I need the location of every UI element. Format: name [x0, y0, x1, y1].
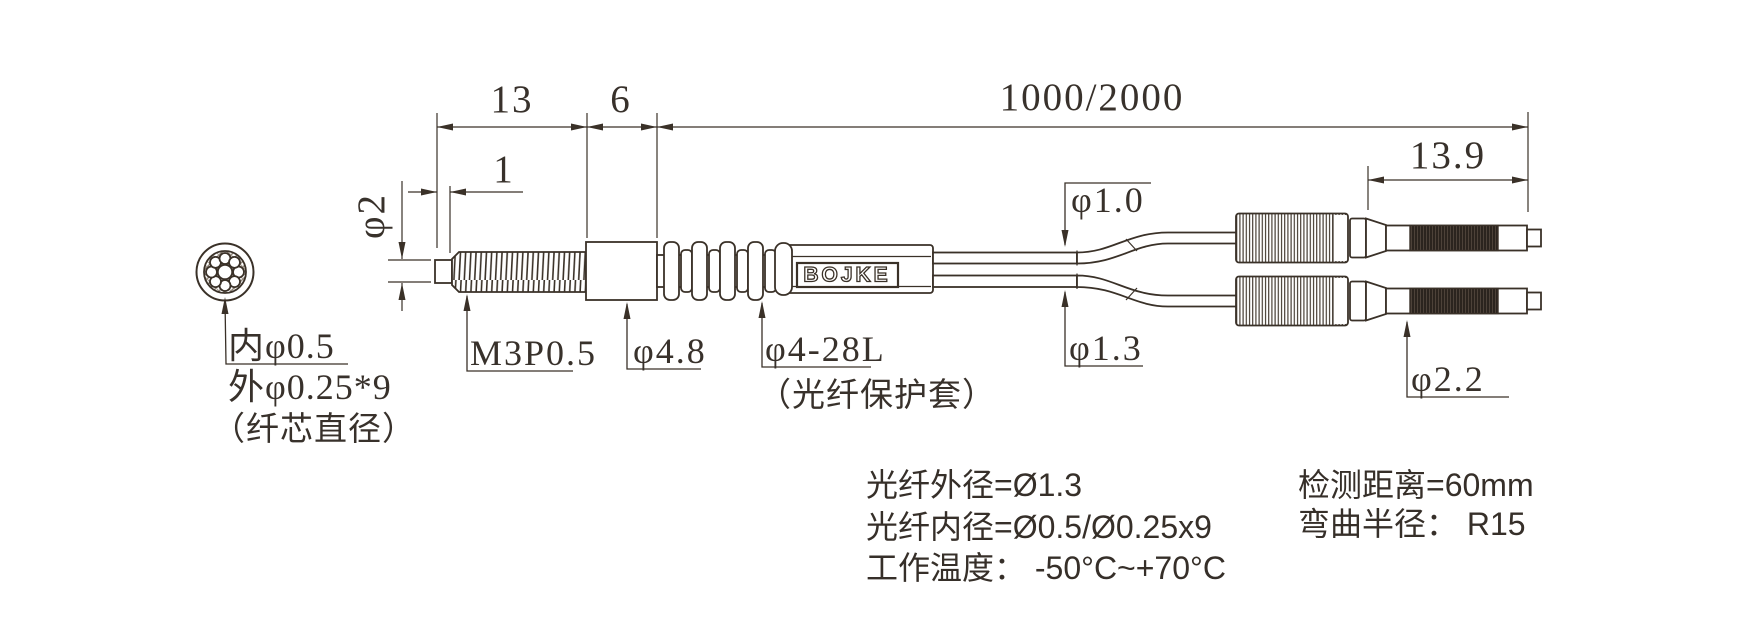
- connector-bottom: [1235, 275, 1542, 327]
- spec-fiber-outer-diameter: 光纤外径=Ø1.3: [866, 467, 1082, 503]
- sheath-spec-label: φ4-28L: [765, 329, 886, 369]
- sheath-note-label: （光纤保护套）: [758, 377, 996, 414]
- core-inner-label: 内φ0.5: [228, 326, 335, 366]
- knurled-grip: [1236, 213, 1348, 263]
- connector-top: [1235, 212, 1542, 264]
- sensor-head: [434, 241, 779, 301]
- callout-probe-diameter: φ2.2: [1403, 320, 1509, 399]
- dim-13-9-label: 13.9: [1410, 134, 1486, 177]
- taper: [1365, 280, 1387, 322]
- twin-fiber-top: [932, 251, 1078, 265]
- fiber-bottom-diameter-label: φ1.3: [1069, 328, 1143, 368]
- twin-fiber-bottom: [932, 274, 1078, 288]
- spec-operating-temperature: 工作温度： -50°C~+70°C: [866, 550, 1226, 586]
- dim-1-label: 1: [493, 148, 515, 191]
- probe-diameter-label: φ2.2: [1411, 359, 1485, 399]
- dim-13-label: 13: [491, 78, 534, 121]
- logo-plate: [795, 261, 900, 289]
- dimension-thread-length: 13: [437, 78, 587, 131]
- knurled-grip: [1236, 276, 1348, 326]
- callout-sheath-spec: φ4-28L （光纤保护套）: [758, 301, 996, 414]
- spec-bend-radius: 弯曲半径： R15: [1298, 506, 1526, 542]
- fiber-top-diameter-label: φ1.0: [1071, 180, 1145, 220]
- sensor-body: [585, 241, 658, 301]
- probe-nub: [1526, 228, 1542, 248]
- spec-fiber-inner-diameter: 光纤内径=Ø0.5/Ø0.25x9: [866, 509, 1212, 545]
- taper: [1365, 217, 1387, 259]
- callout-fiber-top-diameter: φ1.0: [1061, 180, 1151, 247]
- sensor-tip: [434, 259, 453, 284]
- dimension-tip-assembly-length: 13.9: [1368, 134, 1528, 184]
- fiber-split-top: [1076, 231, 1238, 265]
- callout-body-diameter: φ4.8: [623, 302, 707, 371]
- dimension-body-length: 6: [587, 78, 657, 131]
- core-ring-fibers: [205, 252, 245, 292]
- callout-thread-spec: M3P0.5: [463, 294, 597, 373]
- dim-phi2-label: φ2: [350, 193, 393, 239]
- specs: 光纤外径=Ø1.3 光纤内径=Ø0.5/Ø0.25x9 工作温度： -50°C~…: [866, 467, 1534, 586]
- dim-cable-label: 1000/2000: [1000, 76, 1185, 119]
- fiber-split-bottom: [1076, 274, 1238, 308]
- fiber-cross-section-view: 内φ0.5 外φ0.25*9 （纤芯直径）: [195, 242, 416, 448]
- sleeve-collar: [774, 242, 793, 296]
- brand-logo: BOJKE: [803, 264, 890, 287]
- core-outer-label: 外φ0.25*9: [228, 367, 392, 407]
- dimensions: 13 6 1000/2000 13.9 1: [350, 76, 1529, 311]
- spec-sensing-distance: 检测距离=60mm: [1298, 467, 1534, 503]
- dimension-cable-length: 1000/2000: [657, 76, 1528, 131]
- dim-6-label: 6: [610, 78, 632, 121]
- probe-nub: [1526, 291, 1542, 311]
- step-ring: [1349, 280, 1367, 322]
- probe-thread: [1409, 287, 1499, 315]
- thread-spec-label: M3P0.5: [470, 333, 597, 373]
- probe-thread: [1409, 224, 1499, 252]
- core-note-label: （纤芯直径）: [212, 411, 416, 448]
- body-diameter-label: φ4.8: [633, 331, 707, 371]
- callouts: M3P0.5 φ4.8 φ4-28L （光纤保护套） φ1.0 φ1.3 φ2.…: [463, 180, 1509, 414]
- step-ring: [1349, 217, 1367, 259]
- flexible-bellows: [656, 241, 779, 301]
- threaded-shaft: [451, 251, 587, 293]
- callout-fiber-bottom-diameter: φ1.3: [1061, 290, 1143, 368]
- dimension-tip-length: 1: [408, 148, 523, 196]
- dimension-tip-diameter: φ2: [350, 181, 431, 311]
- cable-assembly: BOJKE: [774, 231, 1238, 308]
